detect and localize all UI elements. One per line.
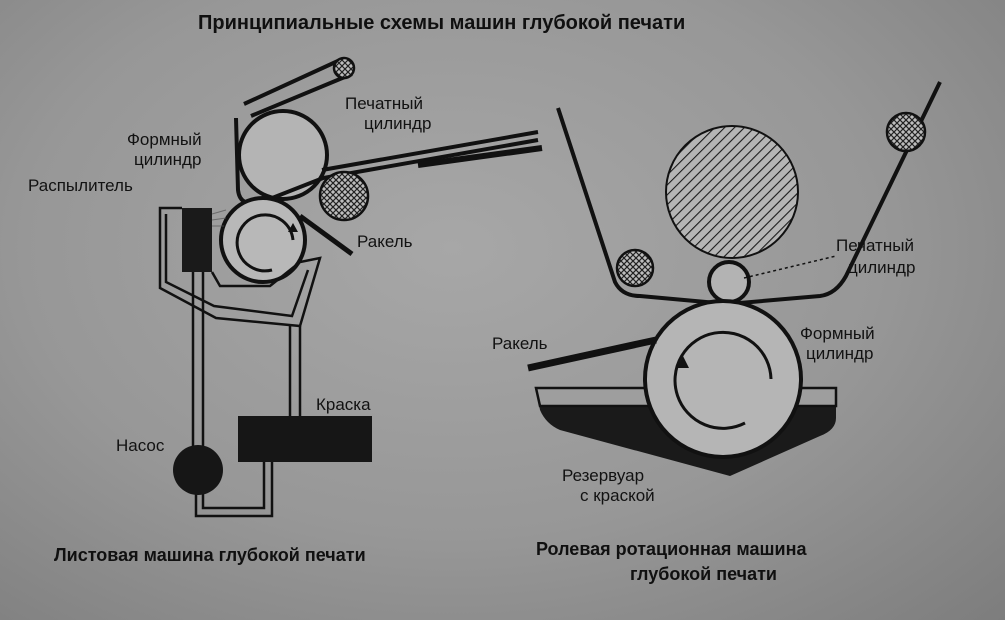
label-form-cylinder-2: цилиндр <box>134 150 202 169</box>
sheet-machine-diagram <box>158 56 543 518</box>
guide-roller-left <box>615 248 655 288</box>
label-rotary-print-cylinder-2: цилиндр <box>848 258 916 277</box>
label-sprayer: Распылитель <box>28 176 133 195</box>
rotary-print-cylinder <box>707 260 751 304</box>
label-print-cylinder-1: Печатный <box>345 94 423 113</box>
guide-roller-right <box>885 111 927 153</box>
label-doctor-blade-left: Ракель <box>357 232 413 251</box>
label-print-cylinder-2: цилиндр <box>364 114 432 133</box>
label-ink: Краска <box>316 395 371 414</box>
sprayer <box>182 208 212 272</box>
rotary-form-cylinder <box>643 299 803 459</box>
label-rotary-form-cylinder-1: Формный <box>800 324 875 343</box>
sheet-print-cylinder <box>237 109 329 201</box>
label-reservoir-1: Резервуар <box>562 466 645 485</box>
label-rotary-print-cylinder-1: Печатный <box>836 236 914 255</box>
sheet-doctor-blade <box>298 213 354 257</box>
rotary-doctor-blade <box>527 336 657 372</box>
sheet-impression-roller <box>318 170 370 222</box>
caption-rotary-machine-1: Ролевая ротационная машина <box>536 539 807 559</box>
caption-rotary-machine-2: глубокой печати <box>630 564 777 584</box>
ink-tank <box>238 416 372 462</box>
rotary-upper-cylinder <box>665 125 799 259</box>
sheet-housing <box>158 206 322 328</box>
rotary-machine-diagram <box>527 81 942 476</box>
label-reservoir-2: с краской <box>580 486 655 505</box>
page-title: Принципиальные схемы машин глубокой печа… <box>198 12 686 34</box>
label-pump: Насос <box>116 436 165 455</box>
caption-sheet-machine: Листовая машина глубокой печати <box>54 545 366 565</box>
feed-belt <box>243 56 356 118</box>
label-form-cylinder-1: Формный <box>127 130 202 149</box>
ink-pipes <box>191 272 302 518</box>
pump <box>173 445 223 495</box>
label-rotary-form-cylinder-2: цилиндр <box>806 344 874 363</box>
label-doctor-blade-right: Ракель <box>492 334 548 353</box>
